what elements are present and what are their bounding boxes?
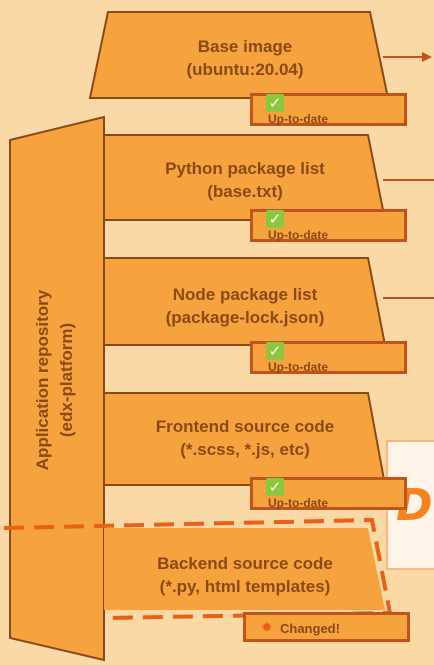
repository-label: Application repository (edx-platform) [33,289,76,471]
explosion-icon: ✸ [261,620,273,636]
changed-badge: ✸ Changed! [243,612,410,642]
status-badge: ✓ Up-to-date [250,341,407,374]
check-mark-icon: ✓ [266,94,284,112]
frontend-title: Frontend source code (*.scss, *.js, etc) [155,417,335,459]
python-title: Python package list (base.txt) [165,159,325,201]
status-badge: ✓ Up-to-date [250,477,407,510]
repository-shape [9,115,105,662]
base-image-title: Base image (ubuntu:20.04) [186,37,304,79]
status-badge: ✓ Up-to-date [250,93,407,126]
backend-title: Backend source code (*.py, html template… [157,554,333,596]
check-mark-icon: ✓ [266,478,284,496]
status-badge: ✓ Up-to-date [250,209,407,242]
check-mark-icon: ✓ [266,210,284,228]
check-mark-icon: ✓ [266,342,284,360]
backend-layer [104,528,385,610]
arrow-icon [422,52,432,62]
node-title: Node package list (package-lock.json) [165,285,325,327]
